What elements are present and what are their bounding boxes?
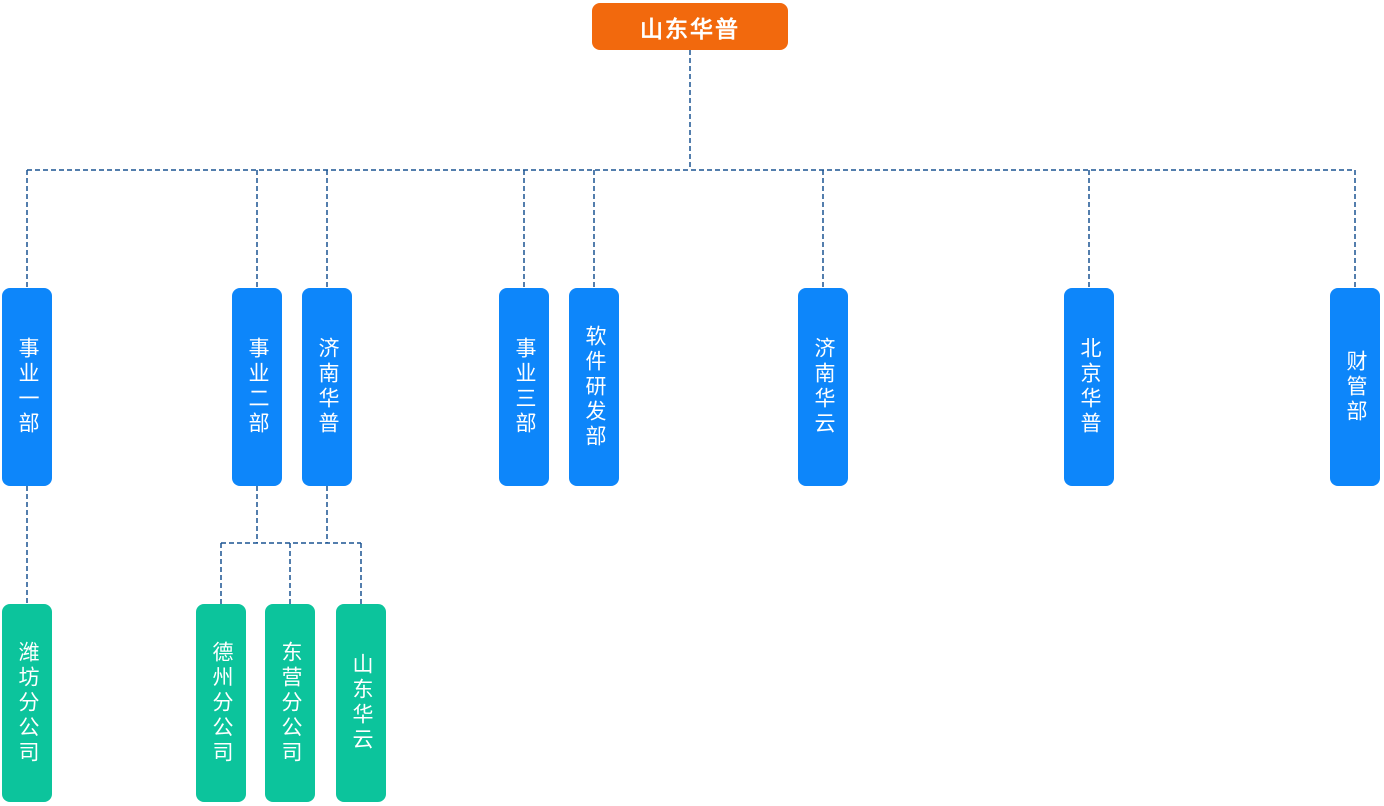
node-dongying-branch[interactable]: 东营分公司 bbox=[265, 604, 315, 802]
node-division-1[interactable]: 事业一部 bbox=[2, 288, 52, 486]
node-jinan-huapu[interactable]: 济南华普 bbox=[302, 288, 352, 486]
node-division-3[interactable]: 事业三部 bbox=[499, 288, 549, 486]
node-shandong-huapu-root[interactable]: 山东华普 bbox=[592, 3, 788, 50]
node-dezhou-branch[interactable]: 德州分公司 bbox=[196, 604, 246, 802]
node-weifang-branch[interactable]: 潍坊分公司 bbox=[2, 604, 52, 802]
node-shandong-huayun[interactable]: 山东华云 bbox=[336, 604, 386, 802]
node-beijing-huapu[interactable]: 北京华普 bbox=[1064, 288, 1114, 486]
node-division-2[interactable]: 事业二部 bbox=[232, 288, 282, 486]
node-software-rd-dept[interactable]: 软件研发部 bbox=[569, 288, 619, 486]
node-finance-dept[interactable]: 财管部 bbox=[1330, 288, 1380, 486]
node-jinan-huayun[interactable]: 济南华云 bbox=[798, 288, 848, 486]
